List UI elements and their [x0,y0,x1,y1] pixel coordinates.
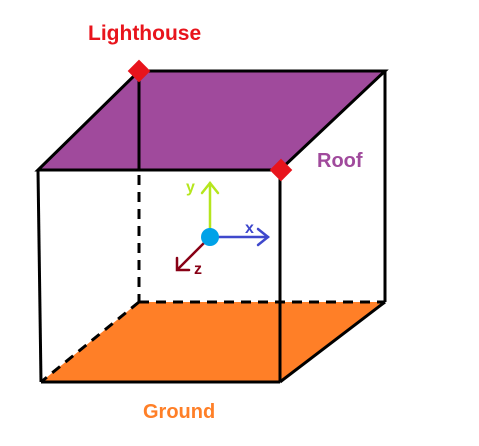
right-bottom-edge [279,300,386,384]
axes [175,180,271,272]
front-left-edge [36,169,43,383]
x-axis-label: x [245,220,254,237]
ground-face [41,302,385,382]
y-axis-arrowhead [200,180,220,195]
hidden-edges [40,175,385,384]
cube-edges [36,71,387,384]
z-axis-arrowhead [175,256,191,272]
left-bottom-edge [40,300,140,384]
roof-label: Roof [317,150,363,172]
lighthouse-label: Lighthouse [88,22,201,45]
x-axis-arrowhead [256,227,271,247]
origin-point [201,228,219,246]
ground-label: Ground [143,401,215,423]
z-axis-label: z [194,261,202,278]
y-axis-label: y [186,179,195,196]
